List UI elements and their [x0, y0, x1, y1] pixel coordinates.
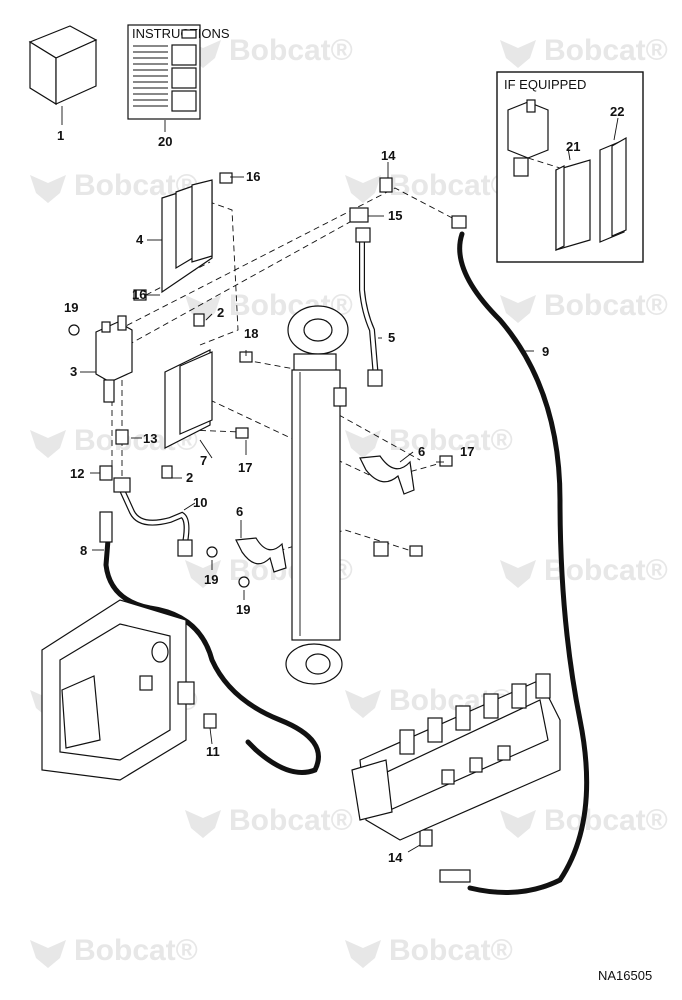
- hydraulic-tube-5: [355, 227, 383, 387]
- instructions-sheet-title: INSTRUCTIONS: [132, 26, 230, 41]
- svg-text:Bobcat®: Bobcat®: [229, 34, 353, 67]
- cylinder-clamps: [235, 455, 415, 573]
- if-equipped-inset: IF EQUIPPED: [496, 71, 644, 263]
- callout-15: 15: [388, 208, 402, 223]
- callout-5: 5: [388, 330, 395, 345]
- nut-19-bottom: [238, 576, 250, 588]
- clip-2-top: [193, 313, 205, 327]
- svg-text:Bobcat®: Bobcat®: [544, 804, 668, 837]
- fitting-11: [203, 713, 217, 729]
- callout-21: 21: [566, 139, 580, 154]
- elbow-fitting-15: [349, 207, 369, 223]
- kit-box-illustration: [28, 25, 98, 106]
- callout-18: 18: [244, 326, 258, 341]
- bobcat-watermark: Bobcat®: [30, 934, 198, 968]
- nut-19-top: [68, 324, 80, 336]
- nut-19-mid: [206, 546, 218, 558]
- svg-text:Bobcat®: Bobcat®: [74, 934, 198, 967]
- hose-8: [103, 537, 321, 775]
- bobcat-watermark: Bobcat®: [345, 934, 513, 968]
- fittings: [68, 172, 467, 847]
- callout-13: 13: [143, 431, 157, 446]
- svg-text:Bobcat®: Bobcat®: [544, 34, 668, 67]
- hydraulic-tube-10: [113, 477, 193, 557]
- callout-12: 12: [70, 466, 84, 481]
- callout-1: 1: [57, 128, 64, 143]
- callout-16-top: 16: [246, 169, 260, 184]
- hose-end-9-top: [451, 215, 467, 229]
- lower-mounting-bracket: [164, 349, 213, 449]
- bolt-right: [409, 545, 423, 557]
- hose-9: [457, 231, 590, 895]
- svg-text:Bobcat®: Bobcat®: [389, 169, 513, 202]
- callout-11: 11: [206, 744, 220, 759]
- callout-8: 8: [80, 543, 87, 558]
- callout-leader-lines: [61, 106, 619, 853]
- bolt-17-right: [439, 455, 453, 467]
- bobcat-watermark: Bobcat®: [500, 804, 668, 838]
- inset-title: IF EQUIPPED: [504, 77, 586, 92]
- svg-text:Bobcat®: Bobcat®: [544, 289, 668, 322]
- figure-code: NA16505: [598, 968, 652, 983]
- relief-valve-block: [95, 315, 133, 403]
- control-valve-assembly: [351, 673, 561, 841]
- bobcat-watermark: Bobcat®: [500, 289, 668, 323]
- bobcat-watermark: Bobcat®: [345, 169, 513, 203]
- instructions-sheet-illustration: INSTRUCTIONS: [127, 24, 230, 120]
- callout-7: 7: [200, 453, 207, 468]
- fitting-14-top: [379, 177, 393, 193]
- callout-3: 3: [70, 364, 77, 379]
- callout-16-bottom: 16: [132, 287, 146, 302]
- callout-17-right: 17: [460, 444, 474, 459]
- fitting-14-bottom: [419, 829, 433, 847]
- callout-numbers: 1 20 4 16 16 2 19 3 18 5 13 7 17 12 2 6 …: [57, 104, 624, 865]
- callout-6-right: 6: [418, 444, 425, 459]
- callout-4: 4: [136, 232, 144, 247]
- hose-9-end: [439, 869, 471, 883]
- callout-19-top: 19: [64, 300, 78, 315]
- svg-text:Bobcat®: Bobcat®: [389, 934, 513, 967]
- fitting-right: [373, 541, 389, 557]
- callout-14-bottom: 14: [388, 850, 403, 865]
- callout-20: 20: [158, 134, 172, 149]
- bolt-16-top: [219, 172, 233, 184]
- svg-text:Bobcat®: Bobcat®: [389, 424, 513, 457]
- loader-frame-section: [41, 599, 195, 781]
- callout-10: 10: [193, 495, 207, 510]
- hydraulic-cylinder: [285, 305, 349, 685]
- hoses: [99, 231, 590, 895]
- callout-2-bottom: 2: [186, 470, 193, 485]
- hose-8-end: [99, 511, 113, 543]
- svg-text:Bobcat®: Bobcat®: [229, 804, 353, 837]
- fitting-12: [99, 465, 113, 481]
- callout-19-mid: 19: [204, 572, 218, 587]
- fitting-13: [115, 429, 129, 445]
- callout-14-top: 14: [381, 148, 396, 163]
- bolt-17-left: [235, 427, 249, 439]
- callout-19-bottom: 19: [236, 602, 250, 617]
- clip-2-bottom: [161, 465, 173, 479]
- bobcat-watermark: Bobcat®: [500, 554, 668, 588]
- bobcat-watermark: Bobcat®: [500, 34, 668, 68]
- upper-mounting-bracket: [161, 179, 213, 294]
- bobcat-watermark: Bobcat®: [185, 804, 353, 838]
- bobcat-watermark: Bobcat®: [345, 424, 513, 458]
- callout-2-top: 2: [217, 305, 224, 320]
- callout-6-left: 6: [236, 504, 243, 519]
- callout-17-left: 17: [238, 460, 252, 475]
- bobcat-watermarks: Bobcat® Bobcat® Bobcat® Bobcat® Bobcat® Bobca…: [30, 34, 668, 968]
- callout-22: 22: [610, 104, 624, 119]
- callout-9: 9: [542, 344, 549, 359]
